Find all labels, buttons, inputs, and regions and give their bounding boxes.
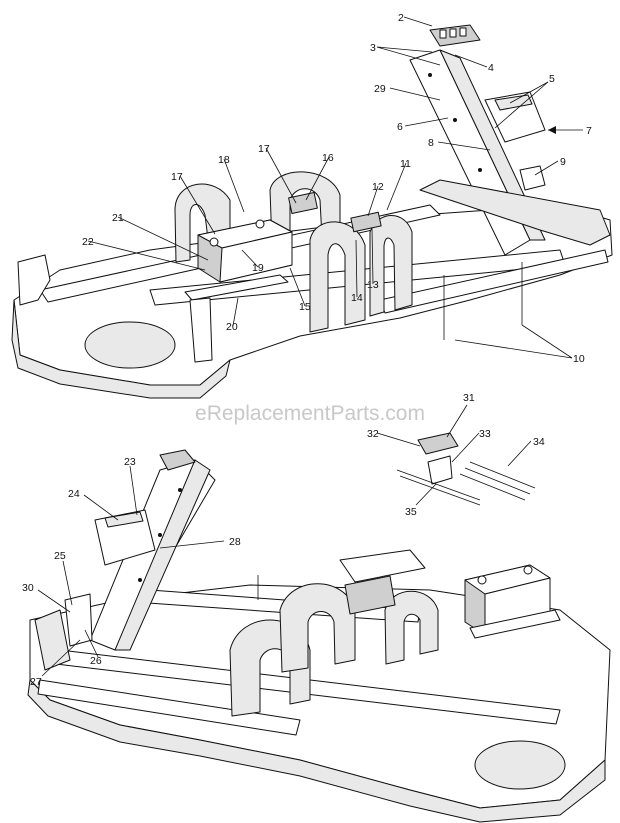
callout-17a: 17 [171, 171, 183, 183]
callout-35: 35 [405, 506, 417, 518]
callout-11: 11 [400, 158, 411, 170]
callout-19: 19 [252, 262, 264, 274]
callouts: 2 3 4 5 29 6 7 8 9 17 18 16 17 11 12 21 … [22, 12, 592, 688]
battery-upper [197, 219, 293, 283]
lower-frame-assembly [27, 449, 611, 823]
upper-leader-lines [87, 16, 583, 359]
callout-12: 12 [372, 181, 384, 193]
callout-21: 21 [112, 212, 124, 224]
callout-2: 2 [398, 12, 404, 24]
callout-4: 4 [488, 62, 494, 74]
callout-7: 7 [586, 125, 592, 137]
callout-23: 23 [124, 456, 136, 468]
callout-28: 28 [229, 536, 241, 548]
callout-30: 30 [22, 582, 34, 594]
callout-33: 33 [479, 428, 491, 440]
callout-3: 3 [370, 42, 376, 54]
callout-18: 18 [218, 154, 230, 166]
upper-frame-assembly [11, 24, 613, 399]
callout-15: 15 [299, 301, 311, 313]
callout-22: 22 [82, 236, 94, 248]
callout-14: 14 [351, 292, 363, 304]
callout-31: 31 [463, 392, 475, 404]
watermark: eReplacementParts.com [195, 402, 425, 425]
callout-6: 6 [397, 121, 403, 133]
cable-tie-icon [459, 461, 536, 501]
callout-8: 8 [428, 137, 434, 149]
callout-29: 29 [374, 83, 386, 95]
callout-13: 13 [367, 279, 379, 291]
callout-32: 32 [367, 428, 379, 440]
hardware-detail [376, 404, 536, 506]
callout-24: 24 [68, 488, 80, 500]
callout-27: 27 [30, 676, 42, 688]
callout-9: 9 [560, 156, 566, 168]
switch-33 [427, 455, 453, 485]
bracket-32 [417, 432, 459, 455]
callout-16: 16 [322, 152, 334, 164]
callout-10: 10 [573, 353, 585, 365]
callout-25: 25 [54, 550, 66, 562]
callout-20: 20 [226, 321, 238, 333]
callout-26: 26 [90, 655, 102, 667]
callout-17b: 17 [258, 143, 270, 155]
lower-leader-lines [37, 465, 225, 677]
callout-5: 5 [549, 73, 555, 85]
callout-34: 34 [533, 436, 545, 448]
switch-panel-lower [159, 449, 196, 471]
